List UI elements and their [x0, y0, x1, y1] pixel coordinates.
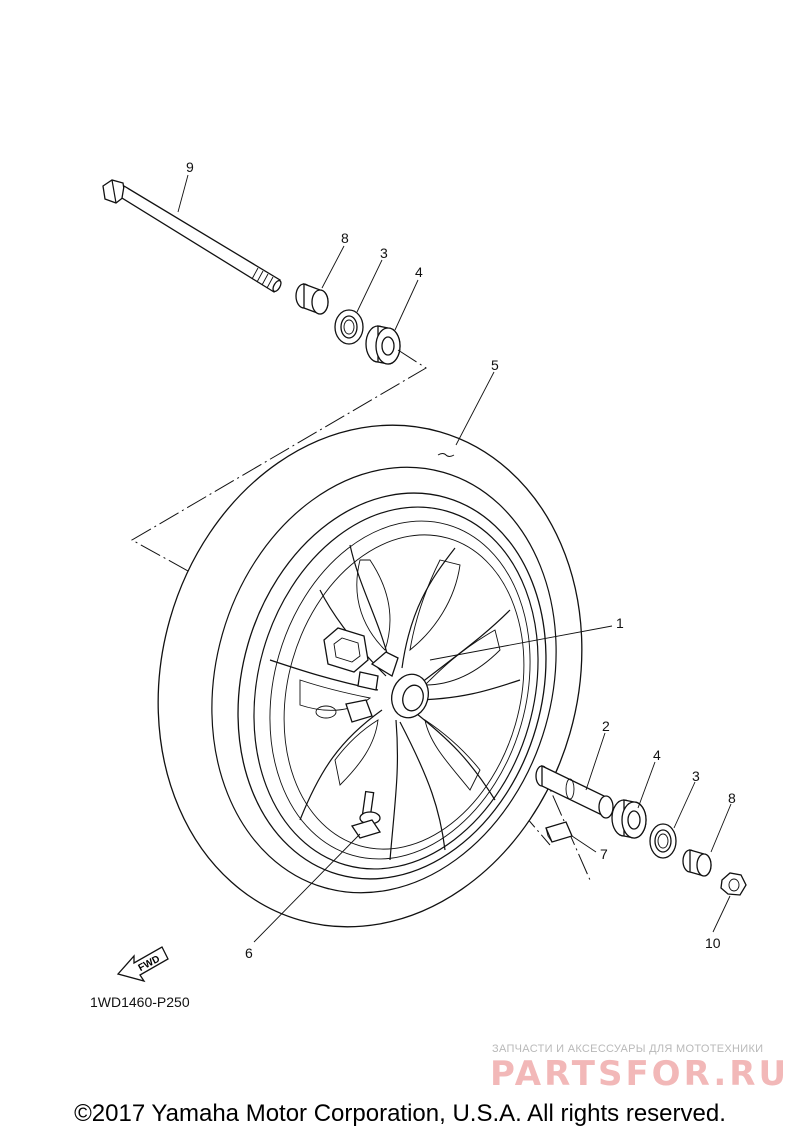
balance-weight [545, 821, 573, 843]
leader-lines [177, 174, 732, 943]
oil-seal-upper [334, 309, 364, 345]
collar-long [535, 764, 614, 819]
oil-seal-lower [649, 823, 677, 859]
callout-4-upper: 4 [415, 264, 423, 280]
callout-3-upper: 3 [380, 245, 388, 261]
callout-8-lower: 8 [728, 790, 736, 806]
callout-1: 1 [616, 615, 624, 631]
valve-stem [350, 790, 382, 839]
fwd-label: FWD [137, 954, 162, 974]
axle-nut [720, 872, 747, 896]
bearing-lower [611, 799, 647, 839]
disc-mount-boss [323, 627, 369, 673]
assembly-line-upper [130, 349, 427, 583]
watermark-tagline: ЗАПЧАСТИ И АКСЕССУАРЫ ДЛЯ МОТОТЕХНИКИ [492, 1043, 764, 1055]
wheel-hub [315, 651, 429, 723]
copyright-notice: ©2017 Yamaha Motor Corporation, U.S.A. A… [74, 1100, 726, 1127]
callout-5: 5 [491, 357, 499, 373]
axle-bolt [102, 179, 282, 293]
callout-9-upper: 9 [186, 159, 194, 175]
wheel-rim [237, 492, 547, 880]
watermark-logo: PARTSFOR.RU [490, 1054, 790, 1094]
collar-upper [295, 283, 329, 315]
collar-lower [682, 849, 712, 877]
callout-6: 6 [245, 945, 253, 961]
callout-2: 2 [602, 718, 610, 734]
forward-direction-arrow: FWD [116, 946, 169, 983]
callout-7: 7 [600, 846, 608, 862]
callout-10: 10 [705, 935, 721, 951]
callout-4-lower: 4 [653, 747, 661, 763]
callout-3-lower: 3 [692, 768, 700, 784]
callout-labels: 9 8 3 4 5 1 2 4 3 8 7 10 6 [186, 159, 736, 961]
callout-8-upper: 8 [341, 230, 349, 246]
bearing-upper [365, 325, 401, 365]
diagram-reference-code: 1WD1460-P250 [90, 994, 190, 1010]
